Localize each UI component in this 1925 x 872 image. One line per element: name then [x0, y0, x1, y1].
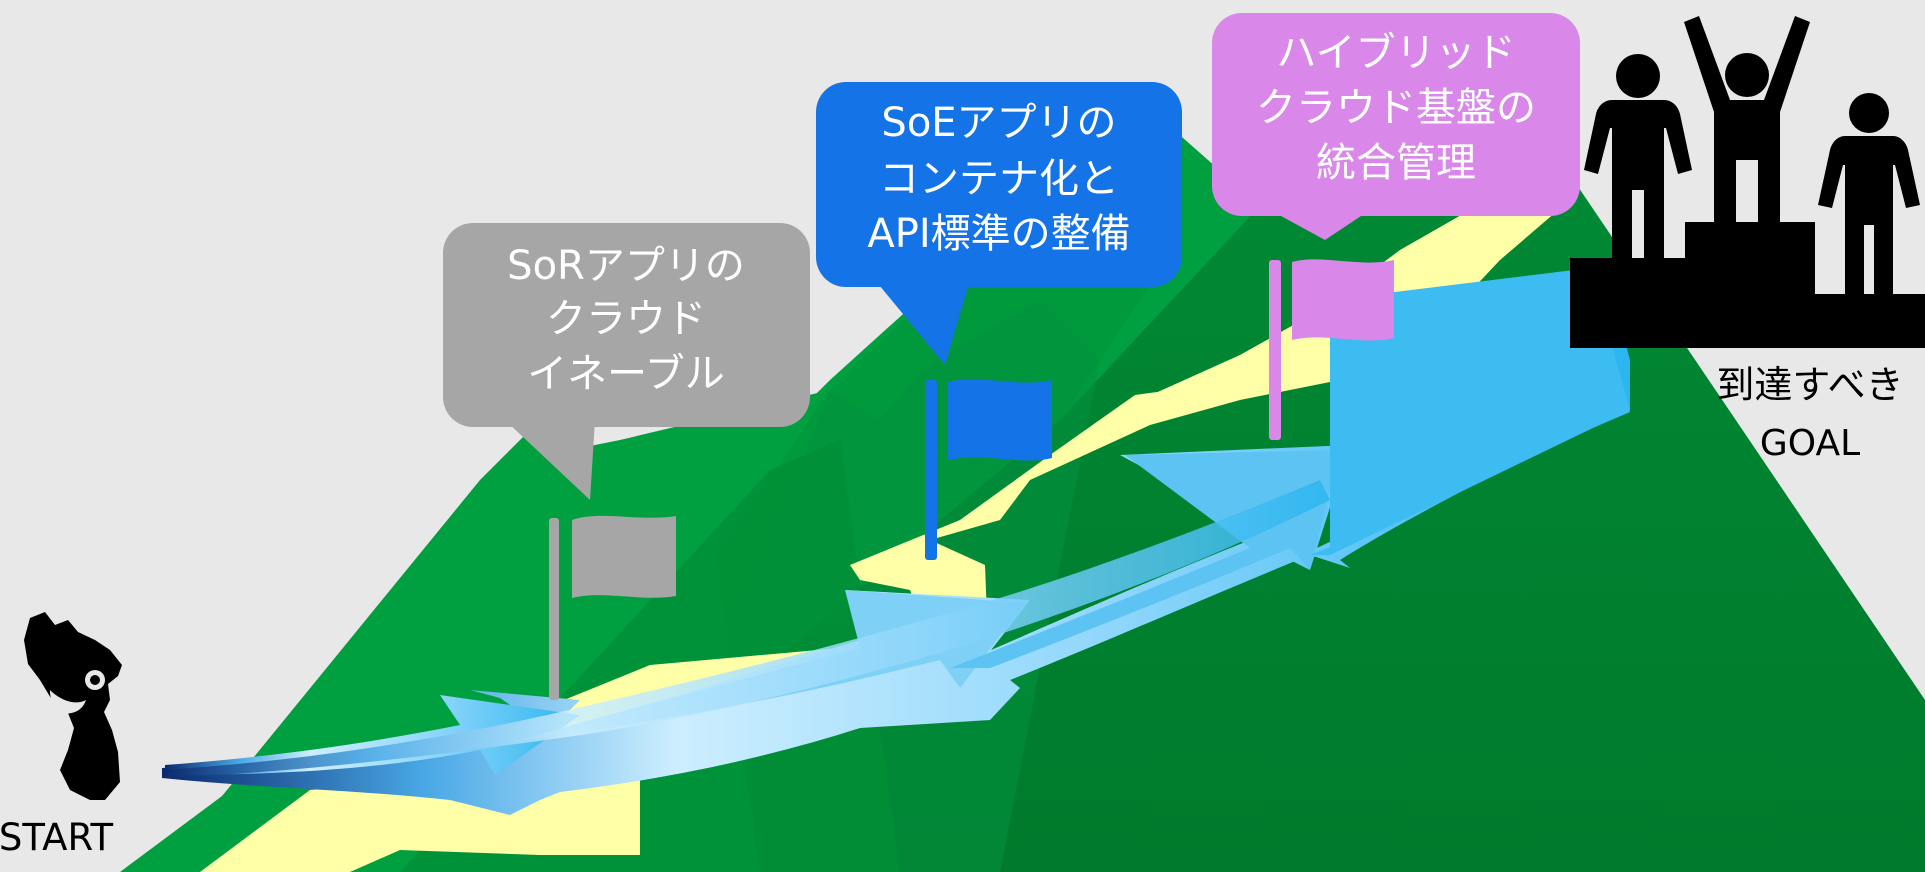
milestone-2-line-2: コンテナ化と — [879, 156, 1119, 202]
flag-2-banner — [948, 379, 1052, 461]
milestone-bubble-2-box — [816, 82, 1182, 287]
flag-1-banner — [572, 515, 676, 598]
milestone-1-line-1: SoRアプリの — [507, 243, 745, 289]
person-right-icon — [1818, 93, 1920, 296]
milestone-bubble-1-box — [443, 223, 810, 427]
progress-arrow-stage1 — [165, 695, 580, 775]
flag-1 — [549, 515, 676, 700]
start-label: START — [0, 816, 113, 859]
milestone-bubble-1-pointer — [505, 420, 595, 500]
person-center-icon — [1684, 16, 1810, 222]
progress-arrow-head — [1330, 268, 1630, 555]
goal-podium — [1570, 16, 1925, 348]
flag-3-banner — [1292, 259, 1394, 341]
milestone-2-line-3: API標準の整備 — [867, 211, 1130, 257]
progress-arrow-stage3 — [950, 450, 1340, 668]
mountain-path — [200, 170, 1570, 872]
milestone-bubble-1: SoRアプリの クラウド イネーブル — [443, 223, 810, 500]
podium-right-block — [1815, 294, 1925, 348]
milestone-bubble-3-box — [1212, 13, 1580, 216]
flag-2 — [925, 379, 1052, 560]
person-left-icon — [1584, 54, 1692, 260]
flag-2-pole — [925, 380, 937, 560]
milestone-3-line-2: クラウド基盤の — [1256, 85, 1536, 131]
flag-3-pole — [1269, 260, 1281, 440]
milestone-bubble-3-pointer — [1270, 210, 1370, 240]
starter-pistol-icon — [24, 612, 122, 800]
flag-1-pole — [549, 518, 559, 700]
flag-3 — [1269, 259, 1394, 440]
podium-left-block — [1570, 258, 1685, 348]
milestone-bubble-3: ハイブリッド クラウド基盤の 統合管理 — [1212, 13, 1580, 240]
milestone-2-line-1: SoEアプリの — [881, 100, 1116, 146]
milestone-3-line-3: 統合管理 — [1316, 140, 1476, 186]
milestone-1-line-3: イネーブル — [527, 351, 725, 397]
podium-center-block — [1685, 222, 1815, 348]
milestone-bubble-2: SoEアプリの コンテナ化と API標準の整備 — [816, 82, 1182, 365]
goal-label-line-1: 到達すべき — [1716, 363, 1903, 407]
milestone-bubble-2-pointer — [875, 280, 970, 365]
milestone-1-line-2: クラウド — [546, 296, 706, 342]
goal-label-line-2: GOAL — [1760, 423, 1860, 464]
milestone-3-line-1: ハイブリッド — [1276, 30, 1515, 76]
